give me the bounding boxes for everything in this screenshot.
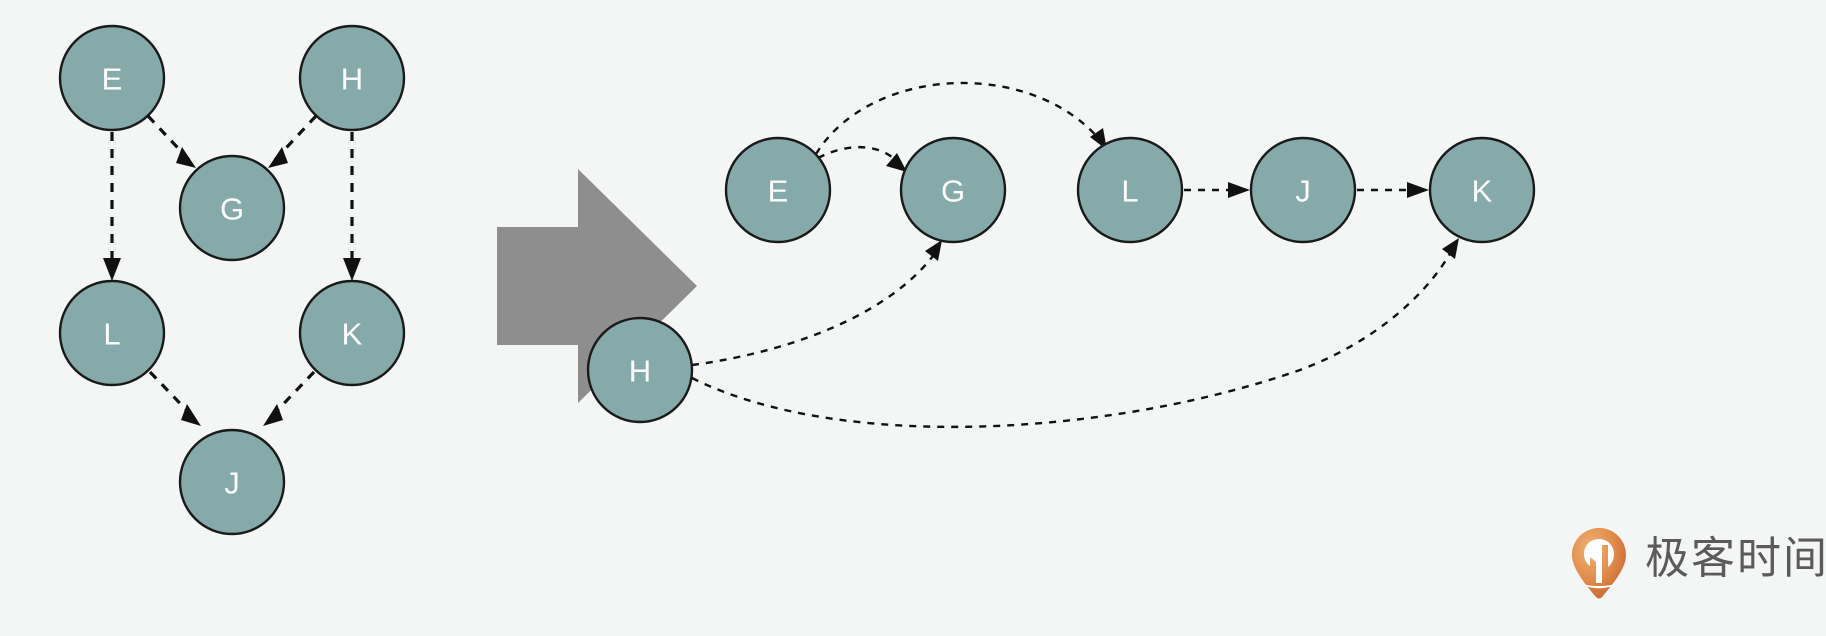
edge-K-to-J xyxy=(263,370,316,426)
geektime-logo-icon xyxy=(1572,528,1626,599)
node-left-E[interactable]: E xyxy=(58,24,166,132)
node-left-E-label: E xyxy=(102,62,123,97)
node-right-G-label: G xyxy=(941,174,965,209)
node-right-E-label: E xyxy=(768,174,789,209)
arrowhead-icon xyxy=(1442,238,1459,259)
arrowhead-icon xyxy=(268,147,288,168)
left-graph-nodes: E H G L K J xyxy=(58,24,406,536)
watermark-text: 极客时间 xyxy=(1645,534,1826,583)
node-left-L[interactable]: L xyxy=(58,279,166,387)
edge-right-J-to-K xyxy=(1357,182,1429,198)
node-right-G[interactable]: G xyxy=(899,136,1007,244)
node-left-K[interactable]: K xyxy=(298,279,406,387)
edge-right-H-to-K xyxy=(691,238,1459,429)
edge-H-to-K xyxy=(343,132,361,281)
edge-right-E-to-G xyxy=(817,145,907,172)
right-graph-edges xyxy=(691,81,1459,429)
node-right-L-label: L xyxy=(1121,174,1138,209)
edge-E-to-L xyxy=(103,132,121,281)
left-graph-edges xyxy=(103,114,361,426)
node-left-L-label: L xyxy=(103,317,120,352)
arrowhead-icon xyxy=(181,404,201,426)
node-left-J-label: J xyxy=(224,466,240,501)
node-right-L[interactable]: L xyxy=(1076,136,1184,244)
arrowhead-icon xyxy=(1228,182,1250,198)
node-right-H-label: H xyxy=(629,354,651,389)
watermark: 极客时间 xyxy=(1572,528,1826,599)
node-right-H[interactable]: H xyxy=(586,316,694,424)
edge-E-to-G xyxy=(146,114,196,168)
node-right-J-label: J xyxy=(1295,174,1311,209)
node-left-K-label: K xyxy=(342,317,363,352)
right-arrow-icon xyxy=(497,169,697,403)
node-left-H[interactable]: H xyxy=(298,24,406,132)
arrowhead-icon xyxy=(1407,182,1429,198)
arrowhead-icon xyxy=(263,404,283,426)
node-left-H-label: H xyxy=(341,62,363,97)
edge-right-H-to-G xyxy=(691,240,942,367)
node-right-J[interactable]: J xyxy=(1249,136,1357,244)
edge-L-to-J xyxy=(148,370,201,426)
node-right-E[interactable]: E xyxy=(724,136,832,244)
right-graph-nodes: E G L J K H xyxy=(586,136,1536,424)
arrowhead-icon xyxy=(176,147,196,168)
arrowhead-icon xyxy=(103,258,121,281)
node-left-G-label: G xyxy=(220,192,244,227)
transition-arrow xyxy=(497,169,697,403)
arrowhead-icon xyxy=(343,258,361,281)
edge-H-to-G xyxy=(268,114,318,168)
node-left-G[interactable]: G xyxy=(178,154,286,262)
edge-right-L-to-J xyxy=(1184,182,1250,198)
node-right-K-label: K xyxy=(1472,174,1493,209)
node-left-J[interactable]: J xyxy=(178,428,286,536)
node-right-K[interactable]: K xyxy=(1428,136,1536,244)
arrowhead-icon xyxy=(925,240,942,261)
arrowhead-icon xyxy=(886,153,907,172)
